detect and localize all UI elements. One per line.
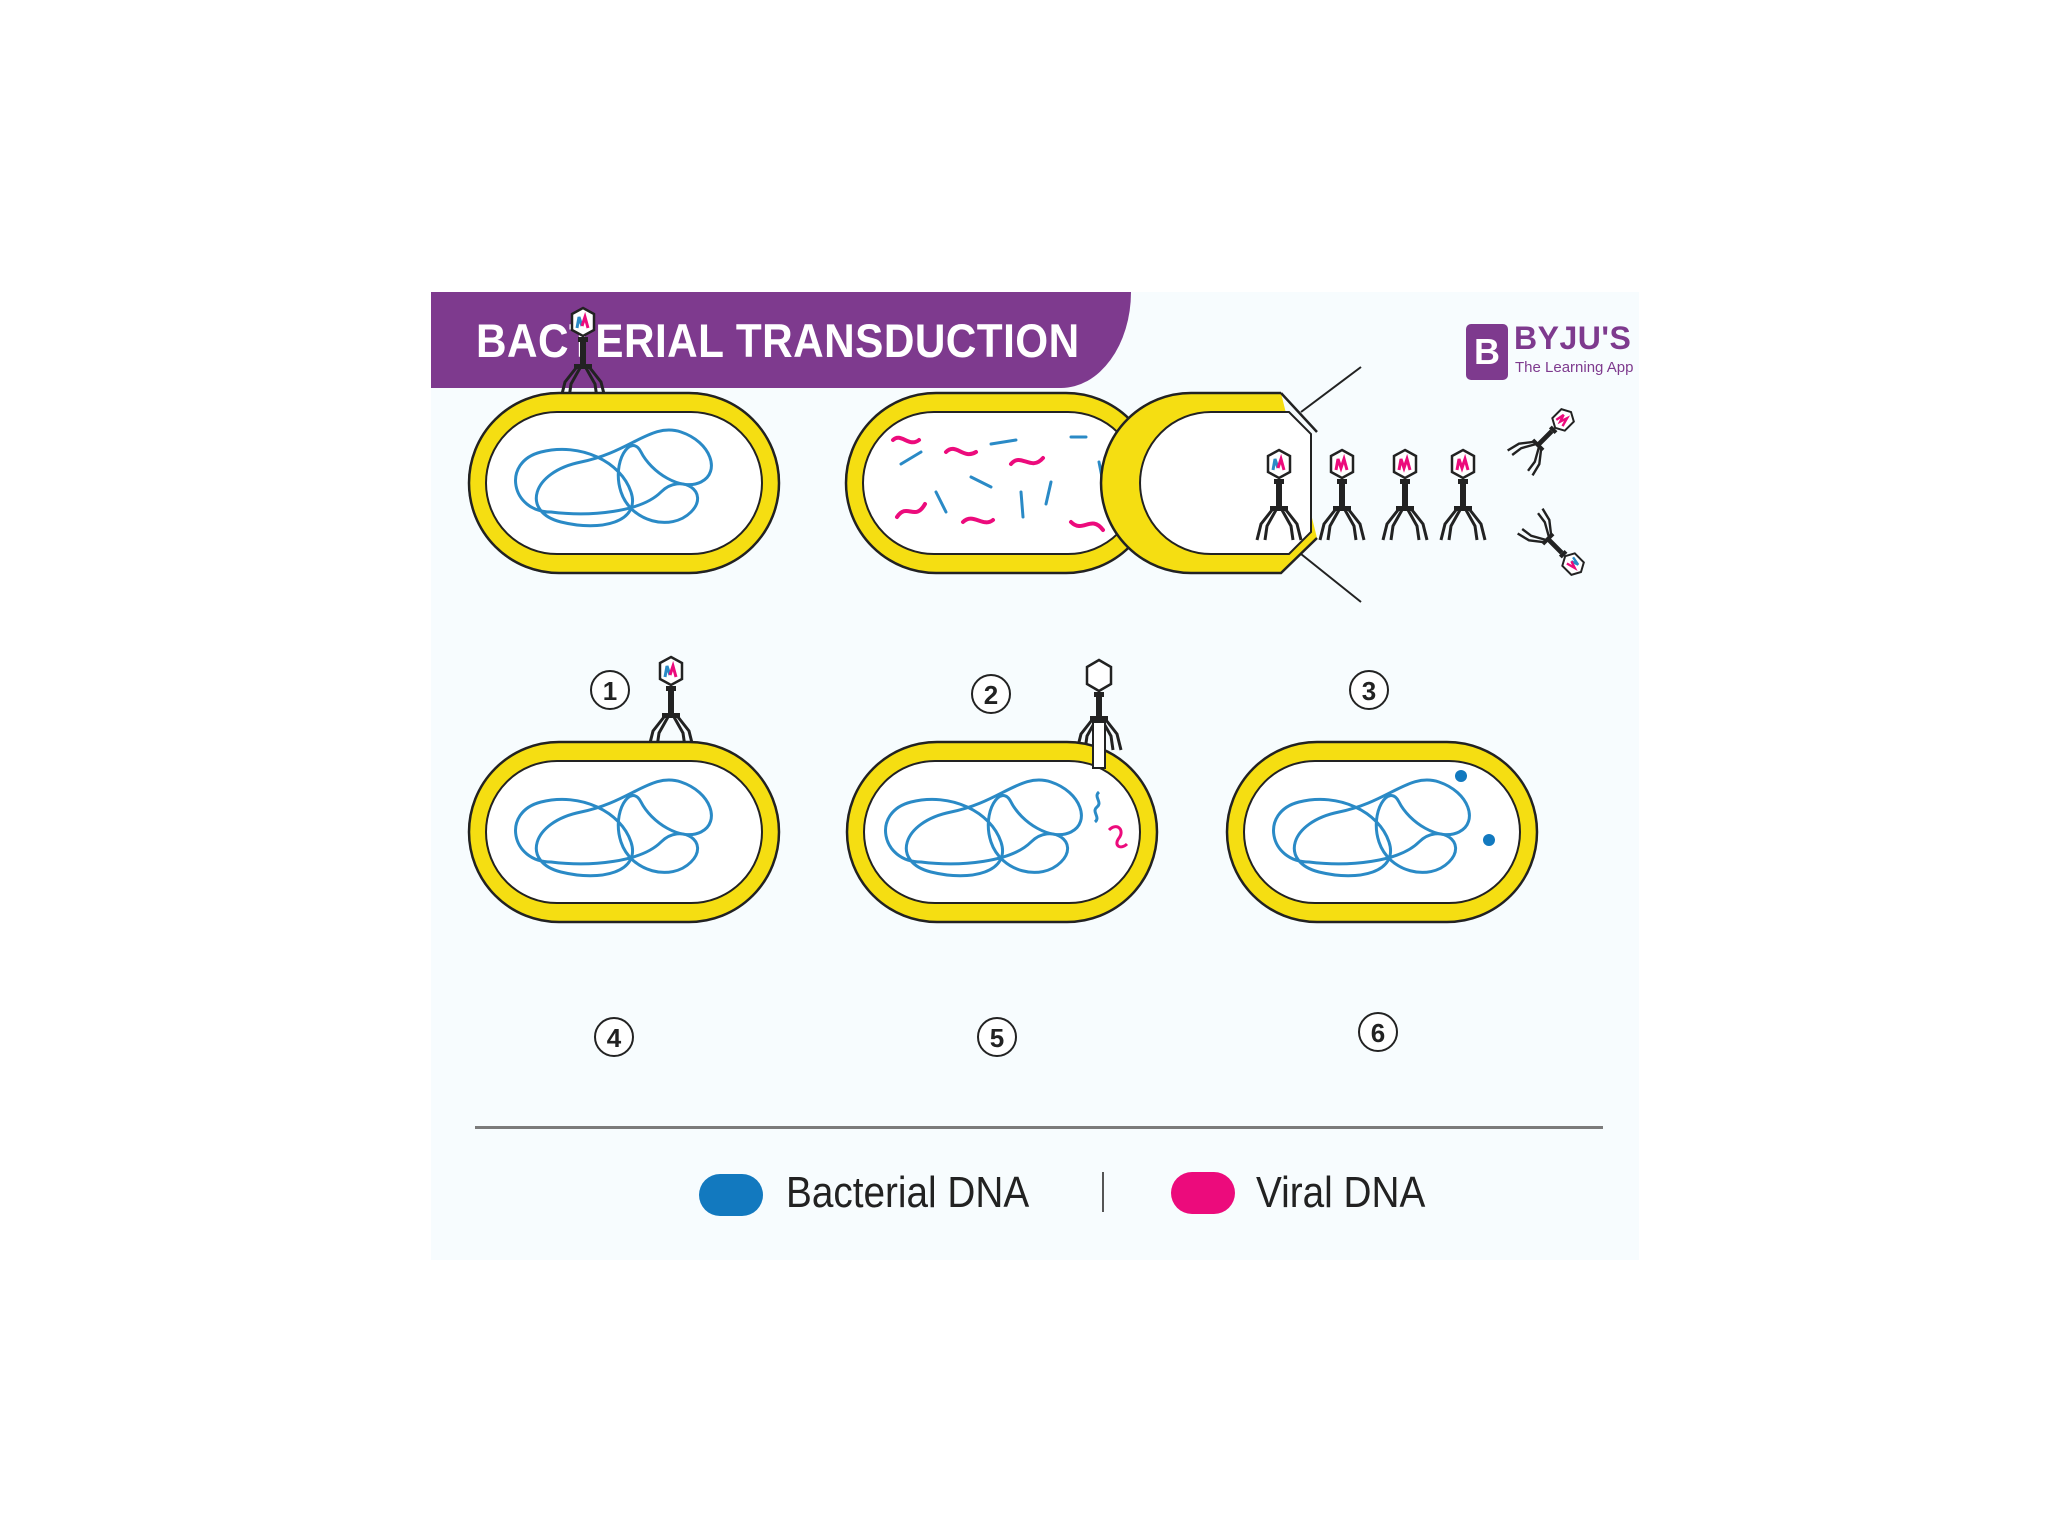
step-number: 1 bbox=[603, 676, 617, 706]
viral-dna-swatch bbox=[1171, 1172, 1235, 1214]
stage-4: 4 bbox=[469, 657, 779, 1056]
step-number: 6 bbox=[1371, 1018, 1385, 1048]
bacteriophage-icon bbox=[1383, 450, 1427, 540]
diagram-card: BACTERIAL TRANSDUCTION B BYJU'S The Lear… bbox=[431, 292, 1639, 1260]
stage-1: 1 bbox=[469, 308, 779, 709]
bacteriophage-icon bbox=[1508, 400, 1584, 476]
bacteriophage-icon bbox=[1441, 450, 1485, 540]
stage-3: 3 bbox=[1101, 367, 1593, 709]
step-number: 5 bbox=[990, 1023, 1004, 1053]
divider bbox=[475, 1126, 1603, 1129]
integration-site bbox=[1455, 770, 1467, 782]
bacteriophage-icon bbox=[1518, 509, 1594, 585]
bacteriophage-icon bbox=[649, 657, 693, 747]
legend: Bacterial DNA Viral DNA bbox=[431, 1172, 1639, 1232]
bacterial-dna-swatch bbox=[699, 1174, 763, 1216]
legend-label-bacterial-dna: Bacterial DNA bbox=[786, 1168, 1029, 1218]
step-number: 3 bbox=[1362, 676, 1376, 706]
legend-separator bbox=[1102, 1172, 1104, 1212]
stage-6: 6 bbox=[1227, 742, 1537, 1051]
step-number: 2 bbox=[984, 680, 998, 710]
integration-site bbox=[1483, 834, 1495, 846]
bacteriophage-icon bbox=[1320, 450, 1364, 540]
transduction-stages: 1 2 bbox=[431, 292, 1639, 1122]
stage-5: 5 bbox=[847, 660, 1157, 1056]
legend-label-viral-dna: Viral DNA bbox=[1256, 1168, 1425, 1218]
step-number: 4 bbox=[607, 1023, 622, 1053]
bacteriophage-icon bbox=[561, 308, 605, 398]
